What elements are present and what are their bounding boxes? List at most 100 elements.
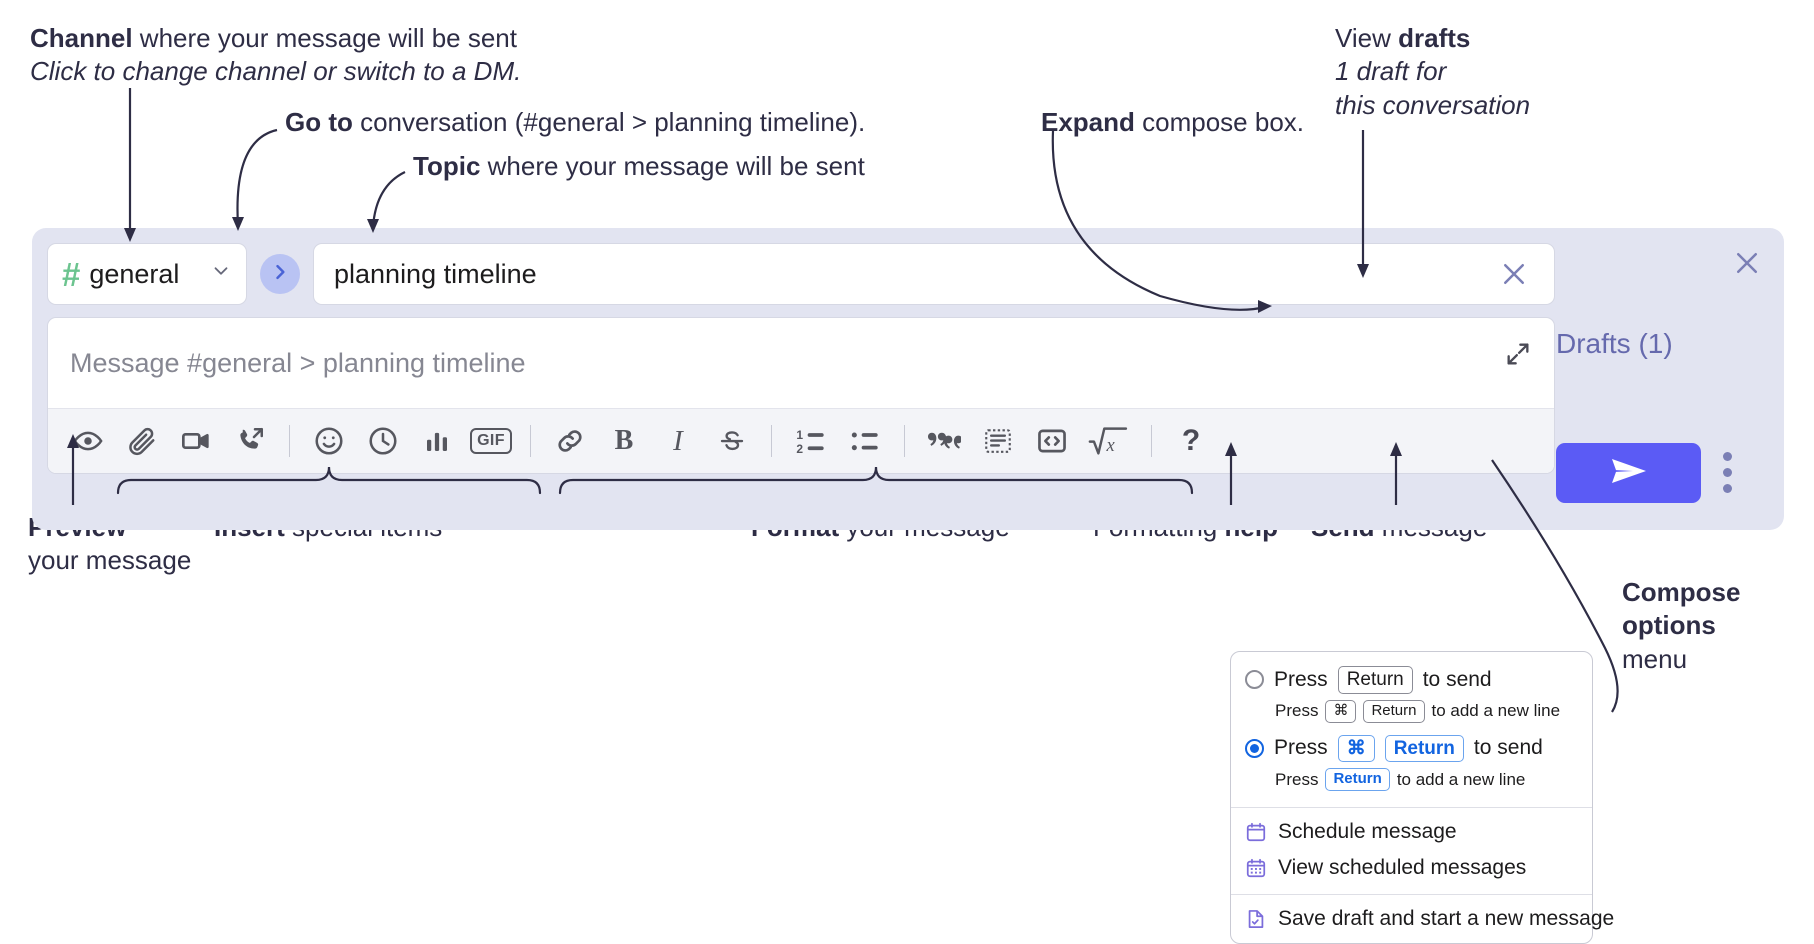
goto-conversation-button[interactable] [260,254,300,294]
math-button[interactable]: x [1080,417,1138,465]
clear-topic-icon[interactable] [1494,254,1534,294]
svg-text:2: 2 [796,442,803,456]
chevron-down-icon [210,260,232,288]
key-cmd-2: ⌘ [1337,734,1375,763]
annotation-drafts-sub2: this conversation [1335,89,1531,120]
annotation-goto-bold: Go to [285,107,353,137]
compose-header-row: # general planning timeline [47,243,1555,305]
toolbar-divider-2 [530,425,531,457]
toolbar-divider-4 [904,425,905,457]
radio-return-to-send[interactable] [1245,670,1264,690]
option-2-subtext: Press Return to add a new line [1231,766,1592,799]
quote-icon [927,424,961,458]
option-press-cmd-return-to-send[interactable]: Press ⌘ Return to send [1231,731,1592,767]
code-button[interactable] [972,417,1024,465]
code-block-icon [1036,425,1068,457]
annotation-copts-bold2: options [1622,610,1716,641]
document-check-icon [1245,908,1267,930]
opt2-sub-post: to add a new line [1396,769,1526,789]
strikethrough-button[interactable] [706,417,758,465]
opt2-sub-pre: Press [1275,769,1319,789]
menu-item-label-view-scheduled: View scheduled messages [1278,856,1527,879]
gif-button[interactable]: GIF [465,417,517,465]
key-return-2: Return [1384,734,1464,763]
blockquote-button[interactable] [918,417,970,465]
more-options-dot-3 [1723,484,1732,493]
annotation-channel-rest: where your message will be sent [132,23,517,53]
channel-name: general [89,258,180,289]
calendar-icon [1245,821,1267,843]
audio-clip-button[interactable] [224,417,276,465]
annotation-drafts: View drafts 1 draft for this conversatio… [1335,22,1530,122]
key-cmd: ⌘ [1325,699,1357,723]
italic-button[interactable]: I [652,417,704,465]
opt1-sub-post: to add a new line [1431,701,1561,721]
drafts-link[interactable]: Drafts (1) [1556,328,1673,359]
menu-item-schedule-message[interactable]: Schedule message [1231,814,1592,850]
more-options-dot-2 [1723,468,1732,477]
menu-divider-2 [1231,894,1592,895]
attach-file-button[interactable] [116,417,168,465]
bulleted-list-button[interactable] [839,417,891,465]
svg-text:1: 1 [796,428,803,442]
topic-value: planning timeline [334,258,537,289]
opt2-pre: Press [1274,736,1328,760]
bold-icon: B [614,425,634,456]
radio-cmd-return-to-send[interactable] [1245,738,1264,758]
italic-icon: I [673,424,683,457]
chevron-right-icon [270,261,290,288]
leader-goto [236,128,278,226]
annotation-expand: Expand compose box. [1041,106,1304,139]
calendar-grid-icon [1245,857,1267,879]
square-root-x-icon: x [1088,424,1130,458]
annotation-drafts-pre: View [1335,23,1399,53]
option-1-subtext: Press ⌘ Return to add a new line [1231,698,1592,731]
send-button[interactable] [1556,443,1701,503]
expand-icon[interactable] [1504,340,1532,373]
key-return-sub: Return [1363,699,1425,723]
bar-chart-icon [422,426,452,456]
more-options-vertical-icon [1723,452,1732,461]
formatting-toolbar: GIF B I [48,408,1554,473]
preview-button[interactable] [62,417,114,465]
annotation-goto: Go to conversation (#general > planning … [285,106,865,139]
message-input[interactable]: Message #general > planning timeline [48,318,1554,408]
formatting-help-button[interactable]: ? [1165,417,1217,465]
key-return: Return [1337,666,1413,694]
paperclip-icon [127,426,157,456]
leader-topic [371,171,406,228]
clock-icon [367,425,399,457]
strikethrough-icon [717,426,747,456]
link-button[interactable] [544,417,596,465]
close-compose-icon[interactable] [1732,248,1762,283]
option-press-return-to-send[interactable]: Press Return to send [1231,662,1592,698]
menu-item-view-scheduled[interactable]: View scheduled messages [1231,850,1592,886]
topic-input[interactable]: planning timeline [313,243,1555,305]
menu-divider-1 [1231,807,1592,808]
video-clip-button[interactable] [170,417,222,465]
compose-options-button[interactable] [1723,452,1732,493]
message-composer: Message #general > planning timeline [47,317,1555,474]
bold-button[interactable]: B [598,417,650,465]
annotation-topic: Topic where your message will be sent [413,150,865,183]
message-placeholder: Message #general > planning timeline [70,347,526,378]
compose-box: # general planning timeline M [32,228,1784,530]
menu-item-label-schedule: Schedule message [1278,820,1457,843]
annotation-channel: Channel where your message will be sent … [30,22,521,89]
annotation-compose-options: Compose options menu [1622,576,1740,676]
annotation-goto-rest: conversation (#general > planning timeli… [352,107,866,137]
toolbar-divider-3 [771,425,772,457]
annotation-preview-rest: your message [28,545,192,576]
code-inline-icon [983,426,1013,456]
emoji-button[interactable] [303,417,355,465]
annotation-copts-rest: menu [1622,643,1688,674]
annotation-drafts-sub1: 1 draft for [1335,56,1447,87]
reminder-button[interactable] [357,417,409,465]
channel-selector[interactable]: # general [47,243,247,305]
poll-button[interactable] [411,417,463,465]
toolbar-divider-5 [1151,425,1152,457]
code-block-button[interactable] [1026,417,1078,465]
opt1-sub-pre: Press [1275,701,1319,721]
menu-item-save-draft[interactable]: Save draft and start a new message [1231,901,1614,943]
